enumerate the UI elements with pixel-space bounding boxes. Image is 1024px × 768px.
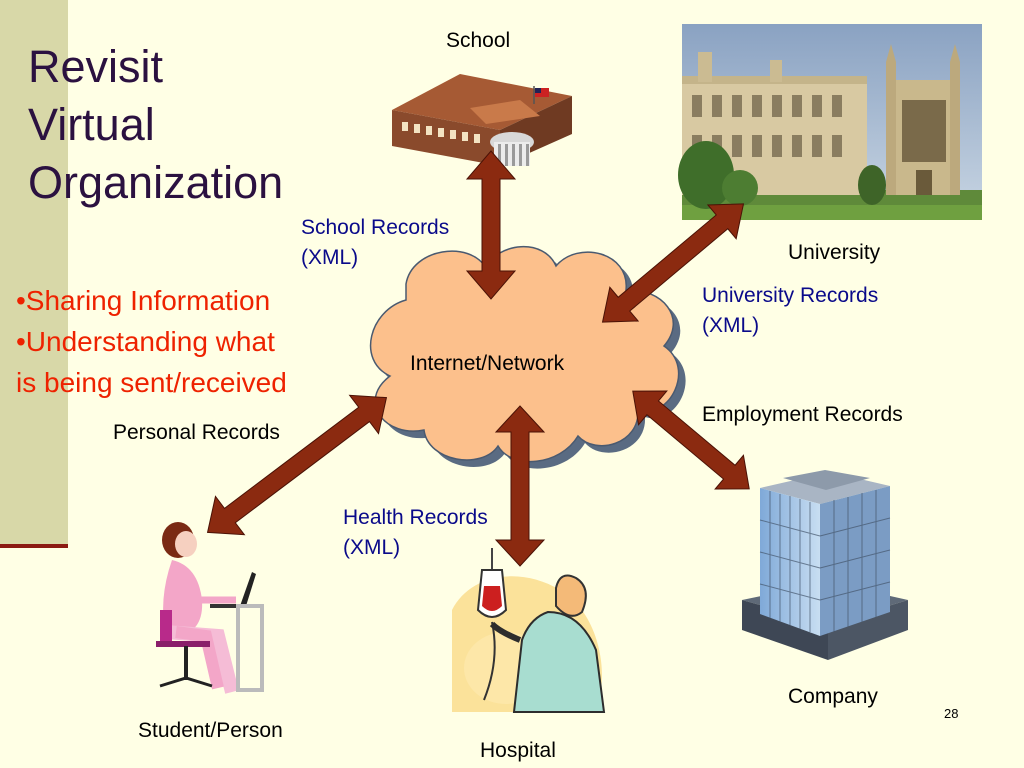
- network-label: Internet/Network: [410, 352, 565, 375]
- personal-records-label: Personal Records: [113, 421, 280, 444]
- company-icon: [742, 470, 908, 660]
- node-label-hospital: Hospital: [480, 739, 556, 762]
- arrow-student-network: [206, 394, 388, 536]
- slide-title: Revisit Virtual Organization: [28, 38, 283, 212]
- title-line-1: Revisit: [28, 41, 164, 92]
- bullet-item: •Understanding what: [16, 326, 275, 357]
- arrows: [206, 150, 750, 567]
- arrow-company-network: [632, 390, 750, 490]
- student-icon: [156, 522, 264, 694]
- node-label-university: University: [788, 241, 881, 264]
- school-records-line2: (XML): [301, 246, 359, 269]
- node-label-school: School: [446, 29, 511, 52]
- arrow-hospital-network: [494, 405, 546, 567]
- bullet-item: is being sent/received: [16, 367, 287, 398]
- page-number: 28: [944, 706, 959, 721]
- bullet-list: •Sharing Information •Understanding what…: [16, 280, 287, 403]
- node-label-student: Student/Person: [138, 719, 283, 742]
- school-records-line1: School Records: [301, 216, 450, 239]
- arrow-university-network: [601, 203, 745, 323]
- university-records-line1: University Records: [702, 284, 879, 307]
- health-records-label: Health Records (XML): [343, 503, 488, 563]
- arrow-school-network: [465, 150, 517, 300]
- title-line-2: Virtual: [28, 99, 155, 150]
- university-photo: [678, 24, 982, 220]
- university-records-line2: (XML): [702, 314, 760, 337]
- university-records-label: University Records (XML): [702, 281, 878, 341]
- health-records-line1: Health Records: [343, 506, 488, 529]
- school-records-label: School Records (XML): [301, 213, 449, 273]
- sidebar-rule: [0, 544, 68, 548]
- bullet-item: •Sharing Information: [16, 285, 271, 316]
- node-label-company: Company: [788, 685, 878, 708]
- health-records-line2: (XML): [343, 536, 401, 559]
- school-icon: [392, 74, 572, 166]
- employment-records-label: Employment Records: [702, 403, 903, 426]
- sidebar-band: [0, 0, 68, 546]
- title-line-3: Organization: [28, 157, 284, 208]
- hospital-icon: [452, 548, 606, 713]
